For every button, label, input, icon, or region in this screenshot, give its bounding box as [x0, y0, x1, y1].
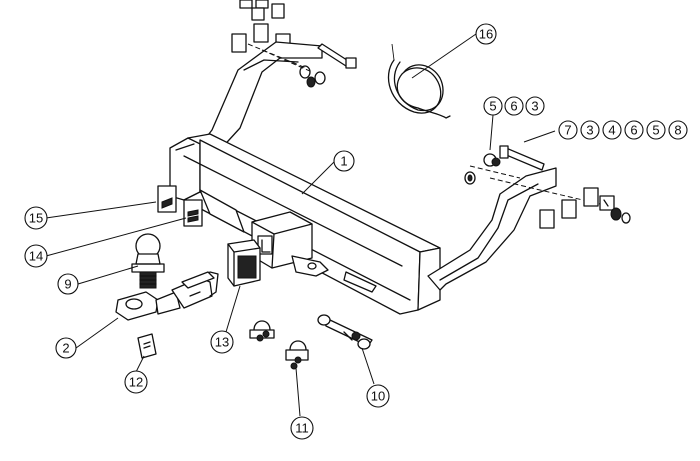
svg-text:4: 4: [608, 123, 615, 138]
warning-labels: [157, 185, 203, 227]
wire-coil: [387, 43, 451, 119]
tow-ball: [131, 233, 165, 289]
svg-text:7: 7: [564, 123, 571, 138]
callout-2: 2: [55, 337, 77, 359]
svg-text:3: 3: [531, 99, 538, 114]
svg-text:14: 14: [29, 249, 43, 264]
callout-group-7-3-4-6-5-8: 7 3 4 6 5 8: [558, 120, 688, 140]
ball-mount: [115, 271, 219, 321]
svg-text:5: 5: [652, 123, 659, 138]
svg-text:3: 3: [586, 123, 593, 138]
hitch-pin-clip: [317, 314, 373, 350]
callout-15: 15: [24, 206, 48, 230]
svg-text:11: 11: [295, 421, 309, 436]
svg-text:2: 2: [62, 341, 69, 356]
callout-13: 13: [210, 330, 234, 354]
svg-text:12: 12: [129, 375, 143, 390]
svg-text:1: 1: [340, 154, 347, 169]
svg-text:6: 6: [630, 123, 637, 138]
svg-text:16: 16: [479, 27, 493, 42]
callout-10: 10: [366, 384, 390, 408]
callout-14: 14: [24, 244, 48, 268]
callout-16: 16: [475, 23, 497, 45]
safety-shackles: [249, 320, 309, 370]
receiver-cover: [227, 239, 261, 287]
left-mount-bracket: [197, 0, 357, 153]
right-mount-bracket: [427, 145, 631, 291]
svg-text:10: 10: [371, 389, 385, 404]
svg-text:13: 13: [215, 335, 229, 350]
callout-11: 11: [290, 416, 314, 440]
svg-text:6: 6: [510, 99, 517, 114]
callout-9: 9: [57, 273, 79, 295]
info-tag: [137, 333, 157, 359]
svg-text:8: 8: [674, 123, 681, 138]
callout-group-5-6-3: 5 6 3: [483, 96, 545, 116]
callout-1: 1: [333, 150, 355, 172]
svg-text:9: 9: [64, 277, 71, 292]
leader-lines: [45, 33, 556, 417]
callout-12: 12: [124, 370, 148, 394]
svg-text:5: 5: [489, 99, 496, 114]
svg-text:15: 15: [29, 211, 43, 226]
